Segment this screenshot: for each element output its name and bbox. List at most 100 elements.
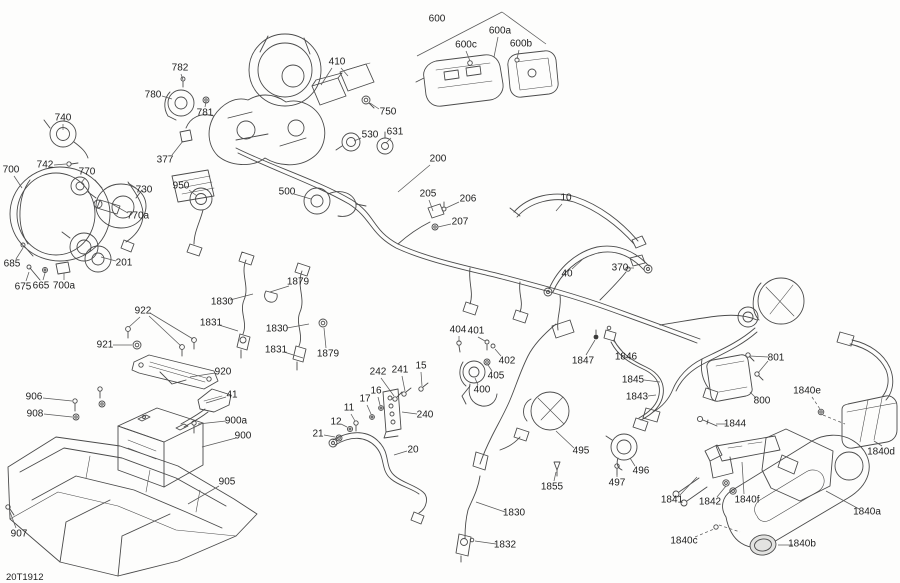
leader-line <box>679 476 698 496</box>
leader-line <box>15 247 24 260</box>
leader-line <box>180 73 184 81</box>
regulator-and-sensor-950-drawing <box>171 169 215 257</box>
rear-harness-1845-drawing <box>610 339 664 432</box>
part-callout-781: 781 <box>197 108 214 119</box>
leader-line <box>420 371 423 387</box>
leader-line <box>629 457 636 467</box>
part-callout-1847: 1847 <box>572 356 595 367</box>
part-callout-750: 750 <box>380 107 397 118</box>
leader-line <box>493 36 499 58</box>
leader-line <box>80 177 86 184</box>
part-callout-675: 675 <box>15 282 32 293</box>
leader-line <box>369 102 380 110</box>
part-callout-922: 922 <box>135 306 152 317</box>
leader-line <box>475 501 506 513</box>
leader-line <box>25 271 30 282</box>
part-callout-201: 201 <box>116 258 133 269</box>
leader-line <box>822 414 846 425</box>
part-callout-921: 921 <box>97 340 114 351</box>
part-callout-40: 40 <box>561 269 573 280</box>
part-callout-400: 400 <box>474 385 491 396</box>
leader-line <box>229 293 254 301</box>
part-callout-496: 496 <box>633 466 650 477</box>
leader-line <box>366 404 372 415</box>
part-callout-1879: 1879 <box>287 277 310 288</box>
leader-line <box>553 471 557 482</box>
part-callout-900: 900 <box>235 431 252 442</box>
leader-line <box>320 67 333 86</box>
leader-line <box>474 540 497 545</box>
leader-line <box>42 397 73 402</box>
leader-line <box>571 257 585 270</box>
part-callout-600c: 600c <box>455 40 477 51</box>
part-callout-15: 15 <box>415 361 427 372</box>
leader-line <box>377 396 381 406</box>
diagram-code: 20T1912 <box>6 572 44 583</box>
part-callout-730: 730 <box>136 185 153 196</box>
leader-line <box>148 315 182 347</box>
leader-line <box>323 434 336 438</box>
leader-line <box>323 327 327 349</box>
part-callout-801: 801 <box>768 353 785 364</box>
leader-line <box>171 140 184 156</box>
leader-line <box>643 379 661 383</box>
leader-line <box>350 413 356 422</box>
part-callout-1832: 1832 <box>494 540 517 551</box>
leader-line <box>716 485 727 498</box>
part-callout-700a: 700a <box>53 281 76 292</box>
part-callout-1855: 1855 <box>541 482 564 493</box>
part-callout-402: 402 <box>499 356 516 367</box>
part-callout-600b: 600b <box>510 39 533 50</box>
leader-line <box>197 420 227 425</box>
leader-line <box>428 199 434 212</box>
leader-line <box>149 312 194 340</box>
leader-line <box>757 360 769 374</box>
part-callout-770: 770 <box>79 167 96 178</box>
leader-line <box>43 413 73 418</box>
leader-line <box>647 394 657 397</box>
part-callout-1845: 1845 <box>622 375 645 386</box>
leader-line <box>269 285 290 293</box>
part-callout-200: 200 <box>430 154 447 165</box>
part-callout-920: 920 <box>215 367 232 378</box>
bracket-240-drawing <box>369 382 429 439</box>
headlamp-housing-700-drawing <box>9 119 147 281</box>
part-callout-1840e: 1840e <box>793 386 821 397</box>
part-callout-1844: 1844 <box>724 419 747 430</box>
leader-line <box>416 11 503 57</box>
leader-line <box>204 101 207 108</box>
part-callout-11: 11 <box>344 403 355 414</box>
part-callout-21: 21 <box>312 429 324 440</box>
leader-line <box>353 137 362 142</box>
leader-line <box>437 223 452 228</box>
main-harness-200-drawing <box>235 147 758 344</box>
part-callout-205: 205 <box>420 189 437 200</box>
part-callout-800: 800 <box>754 396 771 407</box>
part-callout-1830: 1830 <box>266 324 289 335</box>
frame-905-drawing <box>5 436 258 577</box>
part-callout-685: 685 <box>4 259 21 270</box>
leader-line <box>283 351 304 359</box>
leader-line <box>205 396 227 404</box>
leader-line <box>555 430 575 449</box>
part-callout-770a: 770a <box>127 211 150 222</box>
part-callout-782: 782 <box>172 63 189 74</box>
leader-line <box>585 339 596 356</box>
part-callout-906: 906 <box>26 392 43 403</box>
part-callout-1831: 1831 <box>200 318 223 329</box>
part-callout-780: 780 <box>145 90 162 101</box>
license-bracket-1840a-drawing <box>672 428 870 556</box>
speed-sensors-1830-drawing <box>236 251 328 371</box>
part-callout-370: 370 <box>612 263 629 274</box>
part-callout-740: 740 <box>55 113 72 124</box>
solenoid-400-drawing <box>456 339 498 407</box>
part-callout-20: 20 <box>407 445 419 456</box>
lamp-496-drawing <box>605 433 638 476</box>
leader-line <box>385 137 392 144</box>
leader-line <box>477 336 486 342</box>
part-callout-905: 905 <box>219 477 236 488</box>
part-callout-1840c: 1840c <box>670 536 697 547</box>
leader-line <box>487 364 493 372</box>
part-callout-1840f: 1840f <box>734 495 759 506</box>
